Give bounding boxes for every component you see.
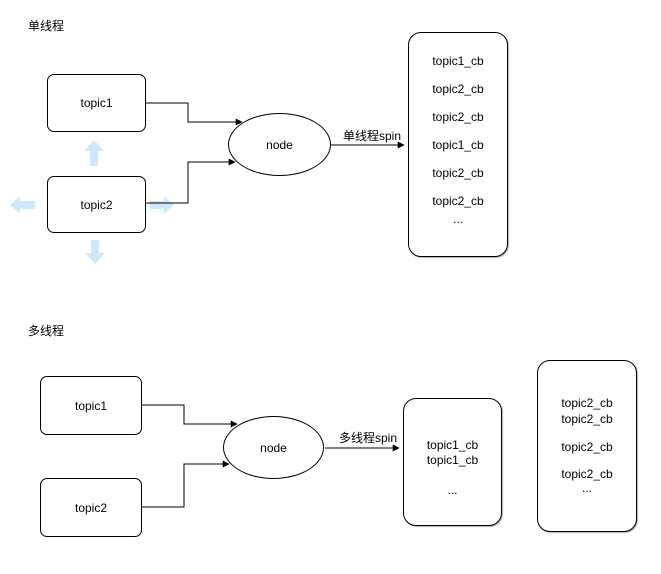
node-ellipse-single[interactable]: node — [228, 113, 331, 176]
topic2-box-multi[interactable]: topic2 — [40, 478, 142, 537]
queue-item: topic2_cb — [561, 396, 613, 410]
connector-topic2-node-multi[interactable] — [142, 460, 230, 508]
queue-ellipsis: ... — [452, 212, 463, 226]
direction-arrow-down-icon[interactable] — [85, 240, 105, 264]
section-title-multi-thread: 多线程 — [28, 324, 65, 338]
queue-item: topic2_cb — [432, 166, 484, 180]
connector-topic1-node-multi[interactable] — [142, 404, 238, 428]
queue-item: topic2_cb — [561, 440, 613, 454]
topic1-box-single[interactable]: topic1 — [47, 74, 146, 132]
callback-queue-multi-topic2[interactable]: topic2_cb topic2_cb topic2_cb topic2_cb ... — [537, 360, 637, 532]
topic2-box-single[interactable]: topic2 — [47, 176, 146, 233]
queue-item: topic2_cb — [432, 110, 484, 124]
queue-item: topic1_cb — [426, 438, 479, 452]
queue-item: topic2_cb — [561, 412, 613, 426]
spin-label-multi: 多线程spin — [338, 431, 397, 445]
direction-arrow-up-icon[interactable] — [84, 140, 104, 166]
topic2-label: topic2 — [80, 197, 113, 212]
queue-item: topic2_cb — [561, 467, 613, 481]
node-label: node — [266, 137, 293, 152]
queue-item: topic1_cb — [432, 138, 484, 152]
spin-label-single: 单线程spin — [342, 129, 401, 143]
section-title-single-thread: 单线程 — [28, 19, 65, 33]
topic1-box-multi[interactable]: topic1 — [40, 376, 142, 435]
queue-item-list: topic2_cb topic2_cb topic2_cb topic2_cb — [538, 395, 636, 482]
queue-item: topic2_cb — [432, 82, 484, 96]
node-label: node — [260, 440, 287, 455]
direction-arrow-left-icon[interactable] — [10, 196, 35, 214]
queue-item: topic1_cb — [426, 453, 479, 467]
topic1-label: topic1 — [74, 398, 108, 413]
topic1-label: topic1 — [80, 96, 113, 110]
queue-item: topic1_cb — [432, 54, 484, 68]
connector-topic2-node-single[interactable] — [146, 158, 236, 204]
queue-ellipsis: ... — [581, 481, 592, 495]
topic2-label: topic2 — [74, 500, 108, 515]
connector-topic1-node-single[interactable] — [146, 102, 243, 126]
direction-arrow-right-icon[interactable] — [150, 196, 174, 214]
queue-item: topic2_cb — [432, 194, 484, 208]
node-ellipse-multi[interactable]: node — [223, 416, 324, 479]
queue-ellipsis: ... — [447, 483, 458, 497]
